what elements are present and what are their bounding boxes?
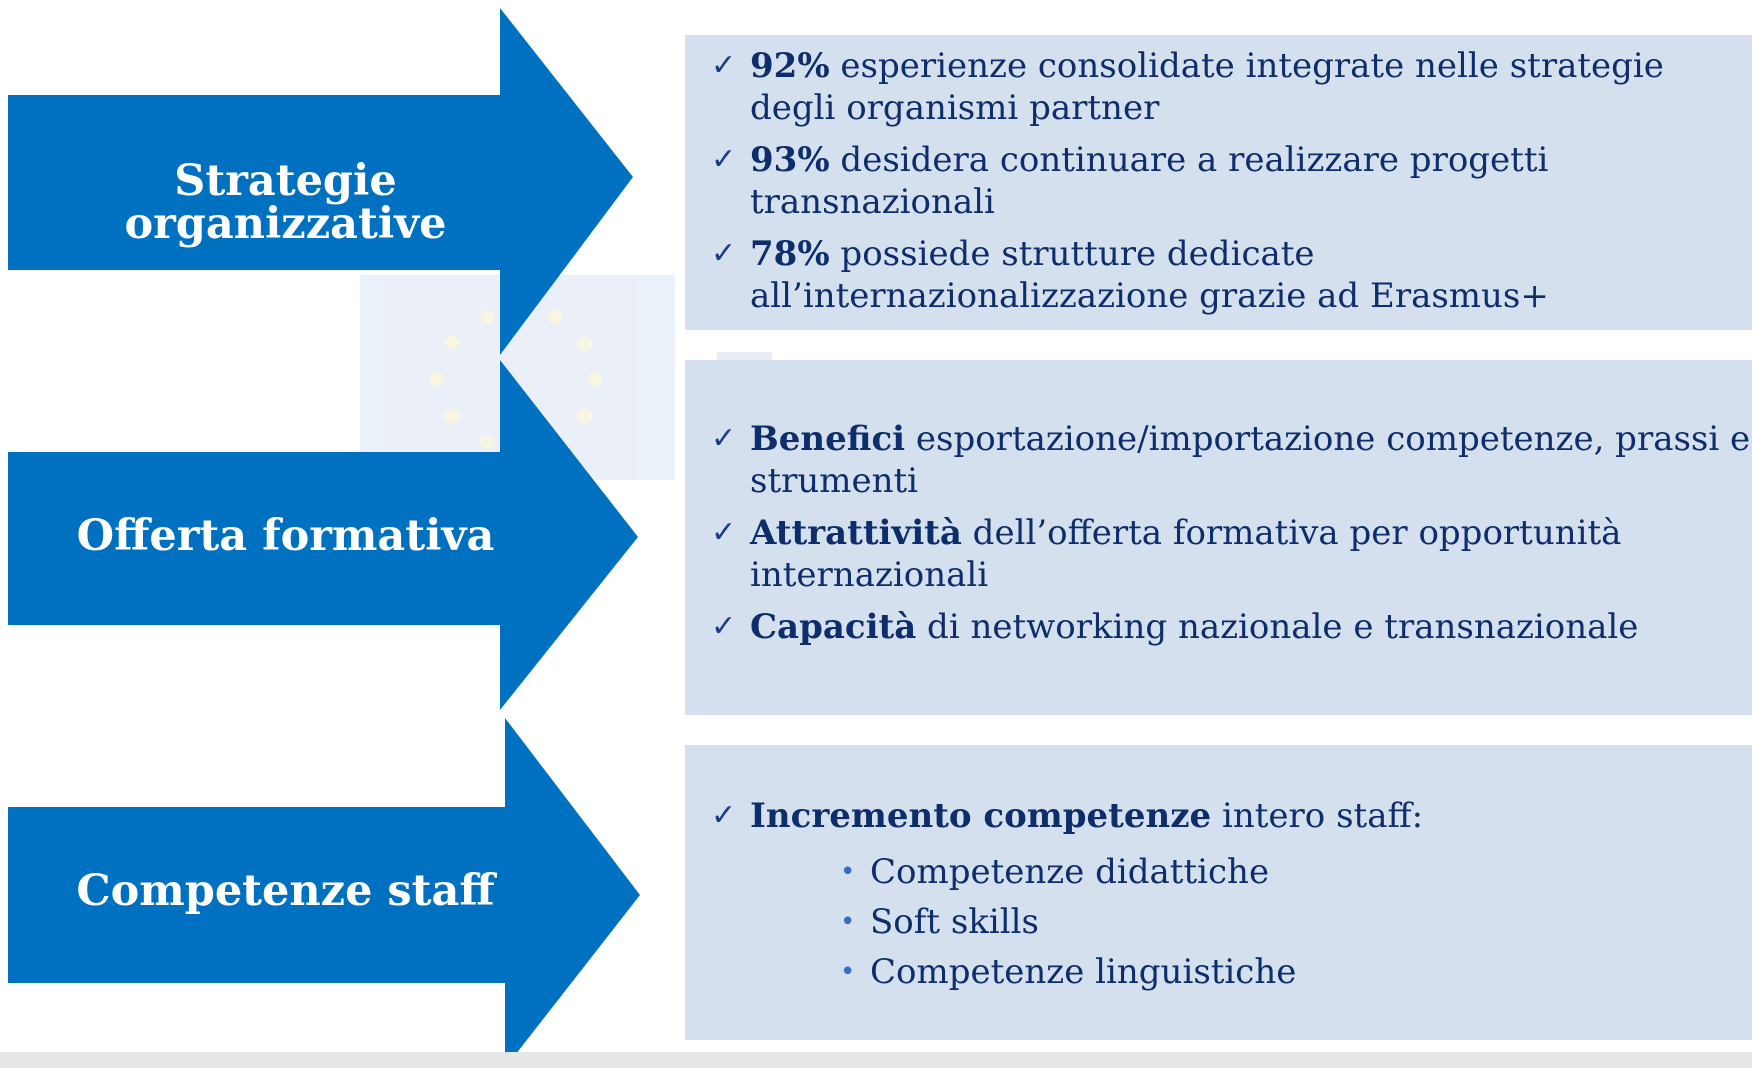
sub-item-text: Competenze linguistiche <box>870 952 1297 992</box>
bullet-icon: • <box>840 907 856 937</box>
arrow-label-offerta: Offerta formativa <box>76 511 495 561</box>
check-icon: ✓ <box>711 515 737 550</box>
star-icon <box>480 310 494 324</box>
sub-item: • Competenze didattiche <box>685 847 1752 897</box>
sub-item: • Competenze linguistiche <box>685 947 1752 997</box>
item-highlight: Incremento competenze <box>750 796 1212 836</box>
bullet-icon: • <box>840 957 856 987</box>
star-icon <box>578 337 592 351</box>
star-icon <box>445 335 459 349</box>
panel-item: ✓ Incremento competenze intero staff: <box>685 795 1752 837</box>
sub-item: • Soft skills <box>685 897 1752 947</box>
item-text: intero staff: <box>1211 796 1424 836</box>
check-icon: ✓ <box>711 142 737 177</box>
check-icon: ✓ <box>711 798 737 833</box>
arrow-label-strategie: Strategie organizzative <box>124 156 447 249</box>
panel-offerta: ✓ Benefici esportazione/importazione com… <box>685 360 1752 715</box>
panel-item: ✓ 92% esperienze consolidate integrate n… <box>685 45 1752 129</box>
item-text: desidera continuare a realizzare progett… <box>750 140 1549 222</box>
panel-item: ✓ Benefici esportazione/importazione com… <box>685 418 1752 502</box>
check-icon: ✓ <box>711 421 737 456</box>
star-icon <box>430 372 444 386</box>
panel-item: ✓ Capacità di networking nazionale e tra… <box>685 606 1752 648</box>
panel-strategie: ✓ 92% esperienze consolidate integrate n… <box>685 35 1752 330</box>
item-text: esportazione/importazione competenze, pr… <box>750 419 1751 501</box>
item-highlight: 78% <box>750 234 830 274</box>
item-text: possiede strutture dedicate all’internaz… <box>750 234 1549 316</box>
check-icon: ✓ <box>711 609 737 644</box>
panel-item: ✓ 93% desidera continuare a realizzare p… <box>685 139 1752 223</box>
star-icon <box>480 435 494 449</box>
arrow-competenze <box>8 718 640 1068</box>
item-highlight: Capacità <box>750 607 917 647</box>
arrow-label-competenze: Competenze staff <box>76 866 495 916</box>
item-text: esperienze consolidate integrate nelle s… <box>750 46 1664 128</box>
item-highlight: Attrattività <box>750 513 962 553</box>
check-icon: ✓ <box>711 236 737 271</box>
bottom-bar <box>0 1052 1752 1068</box>
check-icon: ✓ <box>711 48 737 83</box>
star-icon <box>578 409 592 423</box>
item-text: di networking nazionale e transnazionale <box>916 607 1639 647</box>
star-icon <box>588 372 602 386</box>
item-text: dell’offerta formativa per opportunità i… <box>750 513 1622 595</box>
sub-item-text: Soft skills <box>870 902 1039 942</box>
arrow-strategie <box>8 8 633 355</box>
item-highlight: 93% <box>750 140 830 180</box>
panel-competenze: ✓ Incremento competenze intero staff: • … <box>685 745 1752 1040</box>
item-highlight: Benefici <box>750 419 906 459</box>
bullet-icon: • <box>840 857 856 887</box>
arrow-offerta <box>8 360 638 710</box>
panel-item: ✓ Attrattività dell’offerta formativa pe… <box>685 512 1752 596</box>
star-icon <box>445 409 459 423</box>
sub-item-text: Competenze didattiche <box>870 852 1270 892</box>
item-highlight: 92% <box>750 46 830 86</box>
star-icon <box>548 310 562 324</box>
panel-item: ✓ 78% possiede strutture dedicate all’in… <box>685 233 1752 317</box>
